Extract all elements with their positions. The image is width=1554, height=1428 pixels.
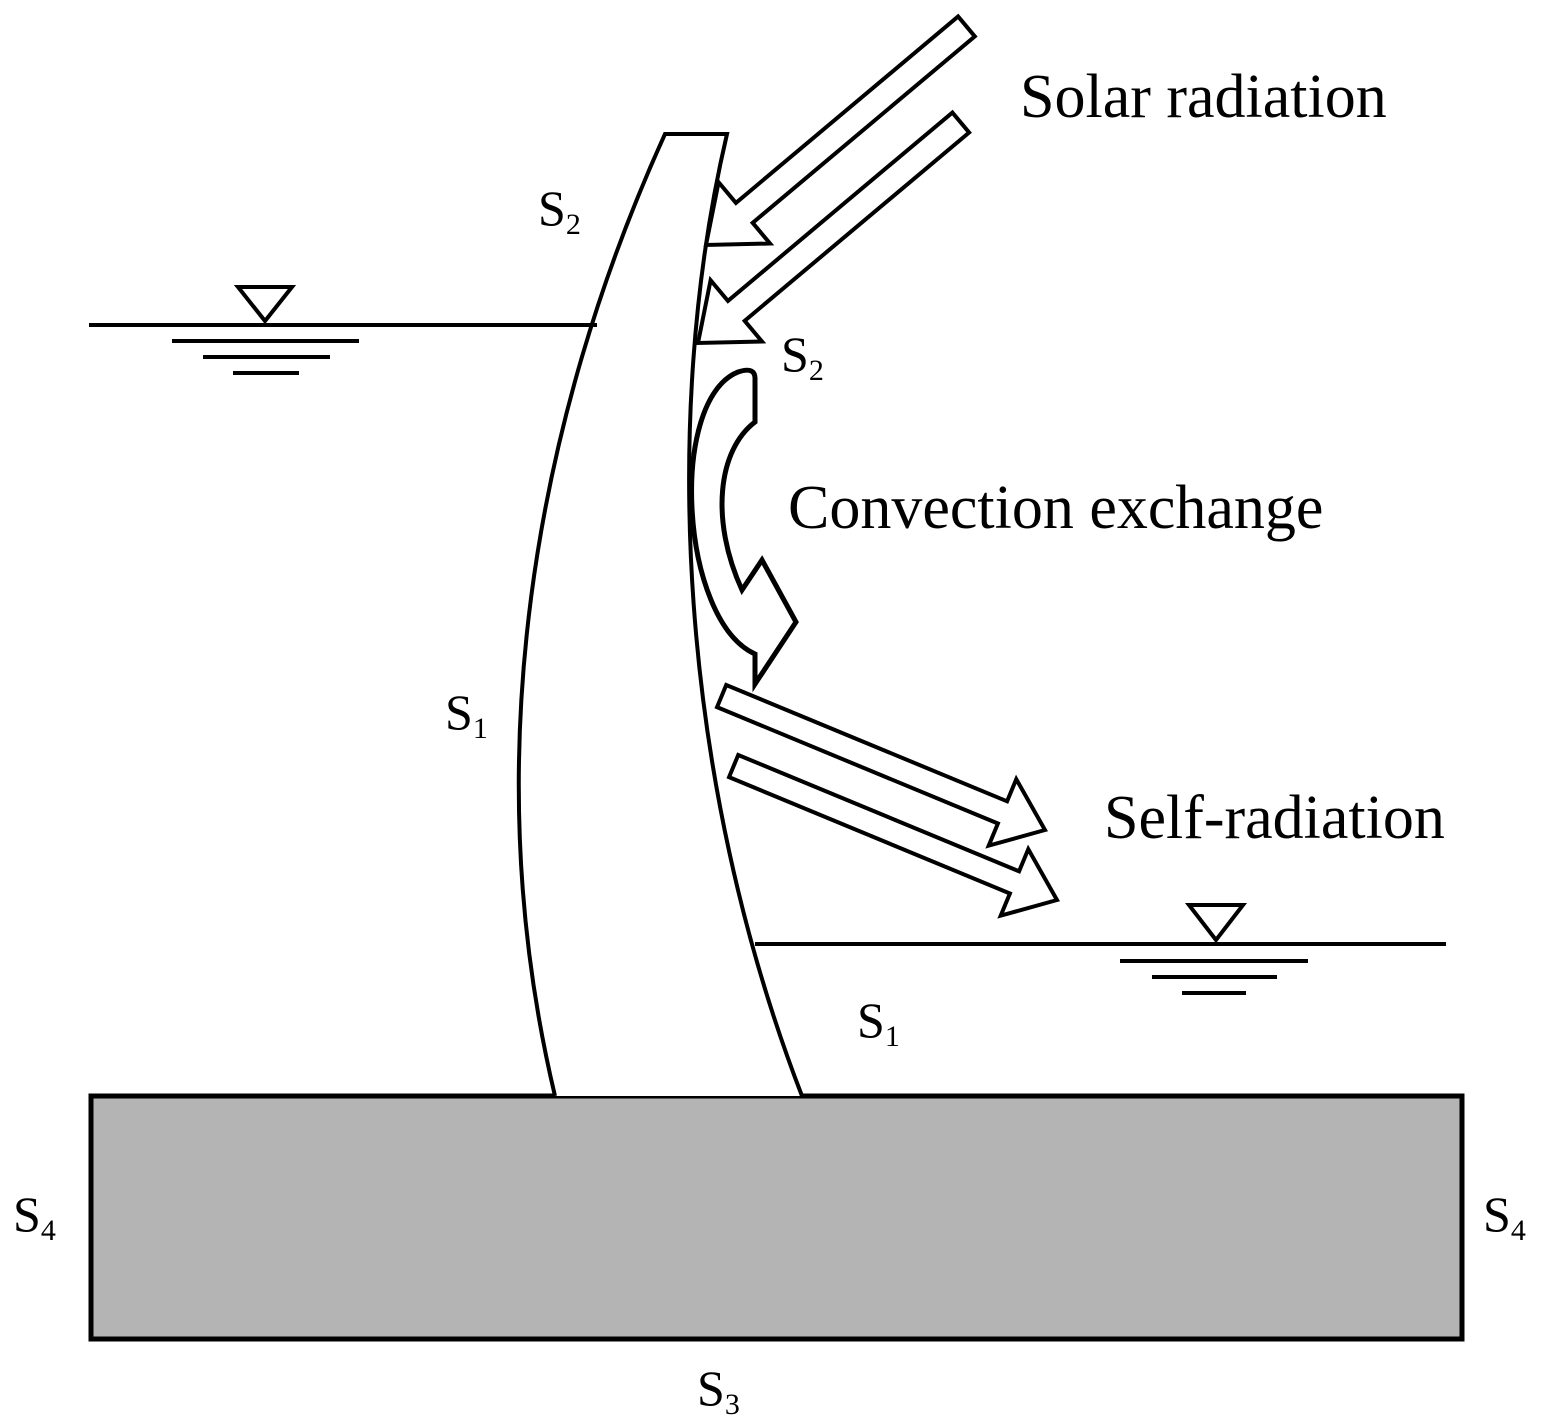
- self-radiation-arrows: [714, 682, 1060, 919]
- surface-label-s3-bottom: S3: [697, 1360, 740, 1421]
- surface-label-s2-right: S2: [781, 326, 824, 387]
- convection-arrow-icon: [689, 367, 799, 693]
- surface-label-s1-left: S1: [445, 684, 488, 745]
- dam-body: [516, 132, 804, 1097]
- self-radiation-arrow-icon: [714, 682, 1048, 849]
- surface-label-s1-right: S1: [857, 992, 900, 1053]
- upstream-water-level: [89, 285, 597, 375]
- water-level-triangle-icon: [1184, 903, 1248, 944]
- surface-label-s2-top: S2: [538, 180, 581, 241]
- self-radiation-label: Self-radiation: [1104, 784, 1445, 852]
- foundation-block: [88, 1093, 1465, 1342]
- solar-radiation-label: Solar radiation: [1020, 63, 1387, 131]
- water-level-triangle-icon: [233, 285, 297, 325]
- surface-label-s4-left: S4: [13, 1186, 56, 1247]
- self-radiation-arrow-icon: [726, 752, 1060, 919]
- downstream-water-level: [755, 903, 1446, 995]
- convection-exchange-label: Convection exchange: [788, 474, 1323, 542]
- solar-arrow-icon: [703, 13, 978, 248]
- surface-label-s4-right: S4: [1483, 1186, 1526, 1247]
- solar-radiation-arrows: [695, 13, 978, 346]
- solar-arrow-icon: [695, 109, 972, 346]
